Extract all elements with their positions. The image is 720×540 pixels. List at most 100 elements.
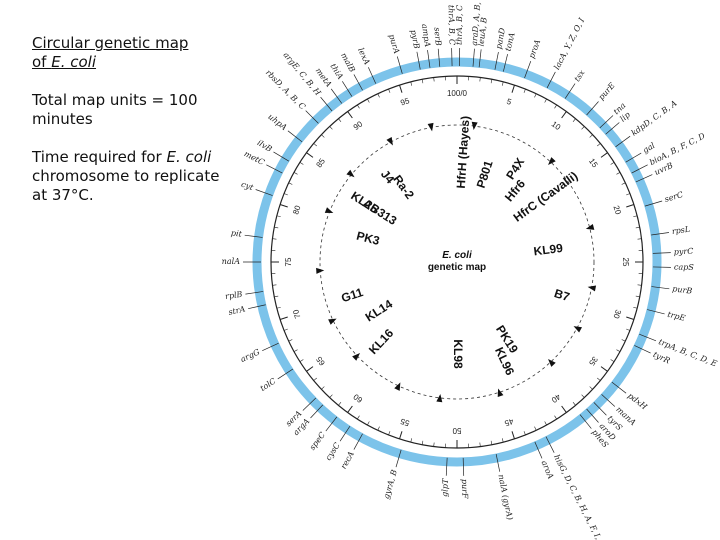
minute-tick	[479, 442, 481, 447]
minute-tick	[276, 215, 281, 218]
strain-label: G11	[339, 285, 365, 305]
center-label-line2: genetic map	[428, 262, 486, 273]
minute-tick	[338, 402, 342, 406]
minute-tick	[572, 118, 576, 122]
minute-label: 25	[621, 258, 630, 267]
gene-tick	[353, 74, 363, 91]
minute-label: 60	[351, 392, 364, 405]
gene-tick	[462, 457, 465, 476]
gene-tick	[277, 368, 294, 380]
minute-tick	[388, 88, 391, 93]
gene-label: glpT	[440, 478, 450, 497]
gene-tick	[320, 96, 333, 112]
minute-tick	[523, 88, 526, 93]
minute-label: 90	[352, 119, 365, 132]
map-units-text: Total map units = 100 minutes	[32, 91, 198, 128]
minute-label: 35	[587, 355, 600, 368]
minute-tick	[561, 405, 567, 413]
gene-tick	[396, 56, 403, 74]
gene-tick	[287, 130, 303, 143]
direction-arrow	[394, 382, 401, 391]
gene-tick	[615, 135, 631, 148]
gene-label: serC	[664, 190, 685, 204]
minute-tick	[621, 182, 626, 185]
minute-tick	[490, 440, 493, 445]
gene-tick	[634, 345, 651, 354]
minute-tick	[626, 316, 635, 320]
gene-label: strA	[228, 304, 247, 317]
gene-tick	[353, 433, 363, 450]
strain-label: HfrH (Hayes)	[454, 115, 473, 188]
direction-arrow	[328, 318, 337, 325]
direction-arrow	[352, 353, 361, 361]
minute-tick	[610, 162, 615, 165]
minute-tick	[523, 431, 526, 436]
gene-label: lexA	[356, 46, 372, 66]
gene-label: cysC	[324, 441, 342, 462]
strain-label: PK3	[355, 229, 381, 248]
minute-tick	[544, 421, 547, 426]
minute-tick	[357, 104, 360, 109]
minute-tick	[501, 438, 504, 443]
strain-label: Ra-2	[390, 172, 417, 202]
minute-tick	[272, 284, 277, 286]
gene-tick	[305, 110, 319, 124]
gene-label: recA	[339, 450, 356, 471]
gene-tick	[579, 414, 592, 429]
minute-tick	[410, 81, 413, 86]
minute-tick	[421, 79, 424, 84]
gene-label: malA	[222, 257, 240, 266]
gene-tick	[652, 252, 671, 254]
gene-tick	[611, 381, 627, 394]
gene-tick	[593, 402, 607, 416]
strain-label: KL14	[363, 297, 396, 325]
minute-label: 95	[399, 96, 411, 107]
gene-label: capS	[674, 262, 695, 272]
minute-label: 45	[503, 416, 515, 427]
gene-tick	[325, 416, 338, 432]
strain-label: Hfr6	[502, 177, 528, 205]
minute-tick	[299, 359, 304, 362]
gene-tick	[427, 49, 431, 68]
minute-label: 10	[550, 120, 563, 133]
direction-arrow	[324, 207, 334, 214]
gene-label: serB	[432, 27, 443, 46]
gene-label: purF	[460, 479, 470, 499]
gene-label: gyrA, B	[382, 468, 399, 500]
minute-tick	[288, 182, 293, 185]
strain-label: B7	[552, 286, 571, 304]
strain-label: KL99	[533, 241, 564, 259]
minute-tick	[313, 143, 317, 147]
minute-tick	[274, 295, 279, 298]
minute-tick	[276, 306, 281, 309]
minute-tick	[633, 215, 638, 218]
minute-tick	[388, 431, 391, 436]
minute-tick	[279, 316, 288, 320]
minute-tick	[399, 84, 403, 93]
gene-label: tolC	[259, 376, 278, 393]
direction-arrow	[346, 169, 355, 178]
gene-label: pit	[230, 228, 243, 238]
gene-tick	[631, 164, 648, 174]
gene-label: purB	[672, 284, 693, 295]
transfer-circle	[319, 124, 595, 400]
gene-tick	[635, 174, 653, 183]
gene-tick	[647, 309, 665, 315]
strain-label: AB313	[360, 196, 399, 228]
gene-tick	[586, 101, 599, 116]
gene-label: ampA	[420, 23, 432, 47]
center-label-line1: E. coli	[442, 250, 472, 261]
minute-tick	[293, 349, 298, 352]
minute-tick	[597, 143, 601, 147]
title-line-2: of E. coli	[32, 53, 96, 71]
minute-tick	[616, 349, 621, 352]
minute-label: 75	[284, 257, 293, 266]
gene-tick	[625, 152, 642, 163]
minute-tick	[600, 366, 608, 372]
gene-label: ilvB	[256, 138, 274, 154]
gene-tick	[651, 286, 670, 290]
minute-tick	[347, 111, 353, 119]
gene-tick	[255, 189, 273, 196]
minute-tick	[279, 204, 288, 208]
